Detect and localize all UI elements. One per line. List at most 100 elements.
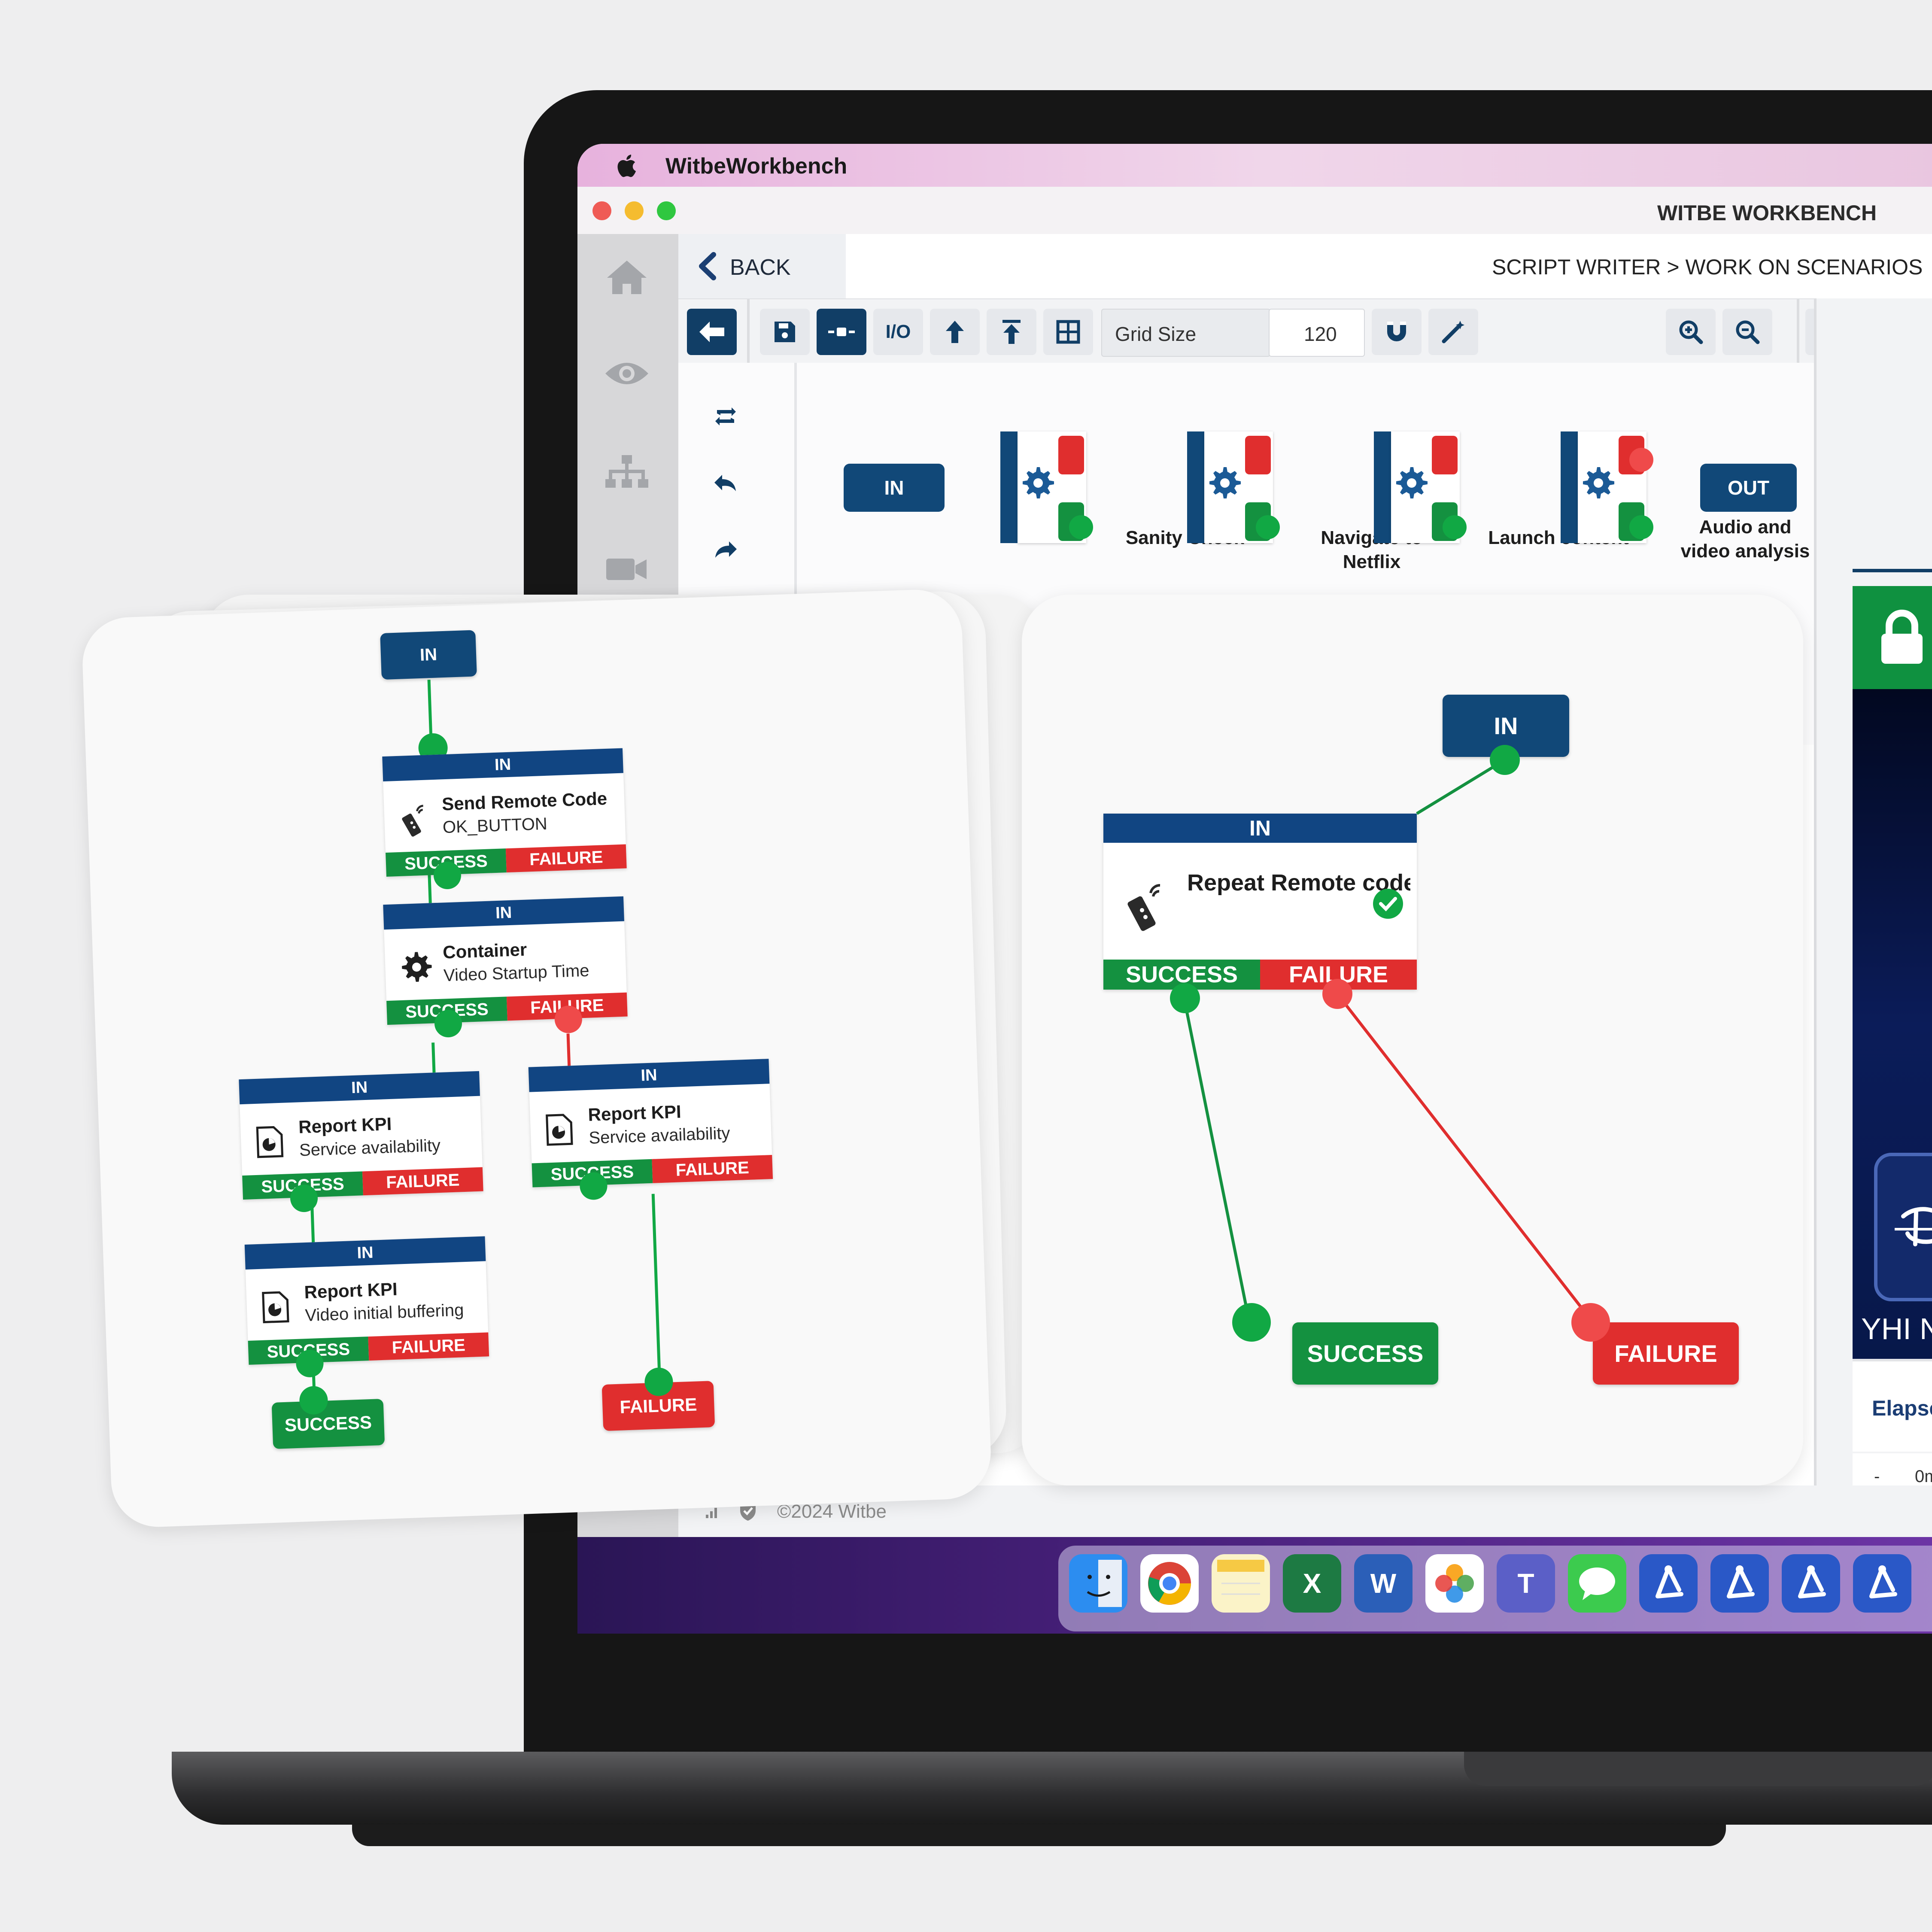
detail-success-terminal[interactable]: SUCCESS [1292, 1322, 1438, 1385]
flow-strip-out-node[interactable]: OUT [1700, 464, 1797, 512]
grid-size-input[interactable]: 120 [1269, 309, 1365, 357]
overview-in-node[interactable]: IN [380, 630, 477, 680]
photos-icon [1435, 1564, 1474, 1603]
block-input-bar [1374, 431, 1391, 543]
detail-failure-terminal-port[interactable] [1571, 1303, 1610, 1342]
block-failure-output[interactable] [1245, 436, 1271, 474]
block-success-port[interactable] [1069, 515, 1093, 539]
minimize-window-button[interactable] [625, 201, 644, 220]
eye-icon [605, 363, 648, 384]
magnet-button[interactable] [1372, 309, 1422, 355]
elapsed-header: Elapsed [1853, 1359, 1932, 1452]
dock-app-excel[interactable]: X [1283, 1554, 1341, 1613]
flow-strip-block[interactable] [1187, 431, 1280, 543]
dock-app-finder[interactable] [1069, 1554, 1127, 1613]
save-button[interactable] [760, 309, 810, 355]
save-icon [775, 322, 795, 342]
block-icon [400, 950, 434, 986]
dock-app-photos[interactable] [1425, 1554, 1484, 1613]
dock-app-glyph: T [1517, 1568, 1534, 1599]
close-window-button[interactable] [592, 201, 611, 220]
lock-button[interactable] [1853, 586, 1932, 689]
block-success-port[interactable] [1443, 515, 1467, 539]
sidebar-item-video[interactable] [601, 547, 653, 590]
dock-app-witbe-4[interactable] [1853, 1554, 1911, 1613]
zoom-in-button[interactable] [1666, 309, 1716, 355]
dock-app-teams[interactable]: T [1497, 1554, 1555, 1613]
zoom-in-icon [1679, 320, 1703, 344]
flow-strip-in-node[interactable]: IN [844, 464, 945, 512]
dock-app-messages[interactable] [1568, 1554, 1626, 1613]
block-failure-output[interactable] [1432, 436, 1458, 474]
dock-app-glyph: X [1303, 1568, 1321, 1599]
zoom-out-button[interactable] [1722, 309, 1772, 355]
block-failure-output[interactable]: FAILURE [652, 1155, 773, 1183]
back-label: BACK [730, 255, 791, 280]
redo-icon[interactable] [713, 539, 738, 560]
magic-wand-icon [1442, 321, 1464, 343]
back-button[interactable]: BACK [678, 234, 846, 298]
io-button[interactable]: I/O [873, 309, 923, 355]
block-subtitle: Service availability [299, 1136, 441, 1160]
move-up-button[interactable] [930, 309, 980, 355]
dock-app-witbe-1[interactable] [1639, 1554, 1698, 1613]
sidebar-item-home[interactable] [601, 255, 653, 298]
dock-app-word[interactable]: W [1354, 1554, 1413, 1613]
arrow-left-icon [699, 322, 724, 342]
apple-icon[interactable] [614, 152, 637, 185]
block-failure-output[interactable]: FAILURE [505, 844, 627, 873]
grid-toggle-button[interactable] [1043, 309, 1093, 355]
detail-failure-terminal[interactable]: FAILURE [1593, 1322, 1739, 1385]
lock-icon [1881, 610, 1923, 664]
reorder-icon[interactable] [713, 406, 738, 427]
detail-failure-port[interactable] [1322, 979, 1352, 1009]
overview-success-terminal[interactable]: SUCCESS [271, 1398, 385, 1449]
dock-app-chrome[interactable] [1140, 1554, 1199, 1613]
connector-mode-button[interactable] [817, 309, 866, 355]
block-failure-output[interactable]: FAILURE [368, 1332, 489, 1361]
move-top-button[interactable] [987, 309, 1036, 355]
flow-strip-block[interactable] [1000, 431, 1093, 543]
detail-success-terminal-port[interactable] [1232, 1303, 1271, 1342]
block-failure-output[interactable]: FAILURE [1260, 960, 1417, 990]
sidebar-item-monitor[interactable] [601, 352, 653, 395]
dock-app-witbe-2[interactable] [1710, 1554, 1769, 1613]
gear-icon [1209, 467, 1241, 498]
dock-app-witbe-3[interactable] [1782, 1554, 1840, 1613]
block-title: Send Remote Code [441, 788, 608, 814]
zoom-window-button[interactable] [657, 201, 676, 220]
block-failure-output[interactable] [1058, 436, 1084, 474]
block-success-port[interactable] [1256, 515, 1280, 539]
detail-flow-connectors [1182, 759, 1594, 1324]
sidebar-item-hierarchy[interactable] [601, 451, 653, 494]
detail-in-node[interactable]: IN [1443, 695, 1569, 757]
block-failure-port[interactable] [1629, 448, 1653, 472]
report-document-icon [256, 1126, 284, 1158]
detail-success-port[interactable] [1170, 983, 1200, 1013]
magic-wand-button[interactable] [1428, 309, 1478, 355]
witbe-icon [1656, 1565, 1683, 1598]
undo-icon[interactable] [713, 472, 738, 494]
disney-app-tile [1874, 1153, 1932, 1301]
dock-app-glyph: W [1370, 1568, 1397, 1599]
menubar-app-title[interactable]: WitbeWorkbench [665, 154, 848, 179]
detail-repeat-remote-block[interactable]: IN Repeat Remote code SUCCESS FAILURE [1103, 814, 1417, 990]
block-subtitle: OK_BUTTON [442, 814, 548, 837]
grid-size-field: Grid Size [1101, 309, 1270, 357]
toolbar-divider-right [1797, 299, 1799, 364]
block-failure-output[interactable]: FAILURE [362, 1167, 483, 1196]
back-arrow-button[interactable] [687, 309, 737, 355]
block-success-port[interactable] [1629, 515, 1653, 539]
flow-strip-block[interactable] [1374, 431, 1467, 543]
flow-strip-block[interactable] [1561, 431, 1653, 543]
detail-in-port[interactable] [1490, 745, 1520, 775]
dock-app-notes[interactable] [1212, 1554, 1270, 1613]
link-icon [828, 328, 855, 336]
